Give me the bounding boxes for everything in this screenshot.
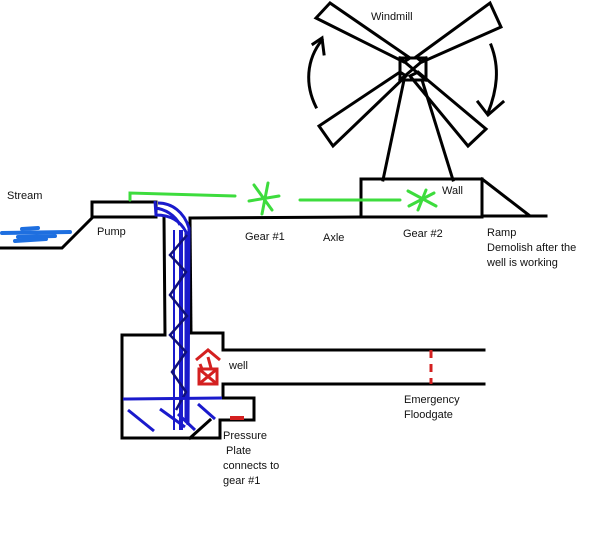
gear-2-icon xyxy=(406,188,438,212)
label-windmill: Windmill xyxy=(371,11,413,23)
stream-water xyxy=(0,226,72,243)
label-axle: Axle xyxy=(323,232,345,244)
pressure-plate-step xyxy=(187,417,213,441)
label-gear-2: Gear #2 xyxy=(403,228,443,240)
label-ramp: Ramp Demolish after the well is working xyxy=(487,227,577,269)
rotation-arrow-right xyxy=(486,43,498,115)
chamber-water xyxy=(122,396,223,433)
chamber-upper xyxy=(189,331,486,352)
windmill-blade-bottom-right xyxy=(407,70,489,149)
windmill-leg-right xyxy=(420,78,455,182)
label-stream: Stream xyxy=(7,190,43,202)
rotation-arrow-right-head xyxy=(475,99,506,118)
shaft-wall-left xyxy=(162,215,167,337)
label-gear-1: Gear #1 xyxy=(245,231,285,243)
well-mechanism-icon xyxy=(195,348,221,386)
label-pressure-plate: Pressure Plate connects to gear #1 xyxy=(223,430,280,487)
axle-mechanism xyxy=(128,181,438,216)
rotation-arrow-left-head xyxy=(310,35,326,56)
wall-box xyxy=(359,177,484,219)
windmill-hub-cross-2 xyxy=(397,55,429,83)
ground-surface xyxy=(188,215,363,220)
gear-1-icon xyxy=(247,181,281,216)
label-wall: Wall xyxy=(442,185,463,197)
label-pump: Pump xyxy=(97,226,126,238)
windmill-blade-top-right xyxy=(413,0,503,64)
zigzag-lift xyxy=(168,234,189,411)
windmill xyxy=(307,0,506,182)
pump-box xyxy=(90,200,158,219)
ramp xyxy=(479,176,548,218)
water-pipe xyxy=(153,200,191,430)
label-emergency-floodgate: Emergency Floodgate xyxy=(404,394,460,421)
rotation-arrow-left xyxy=(307,37,325,110)
windmill-leg-left xyxy=(381,78,406,182)
axle-line-left xyxy=(128,191,237,202)
label-well: well xyxy=(229,360,248,372)
